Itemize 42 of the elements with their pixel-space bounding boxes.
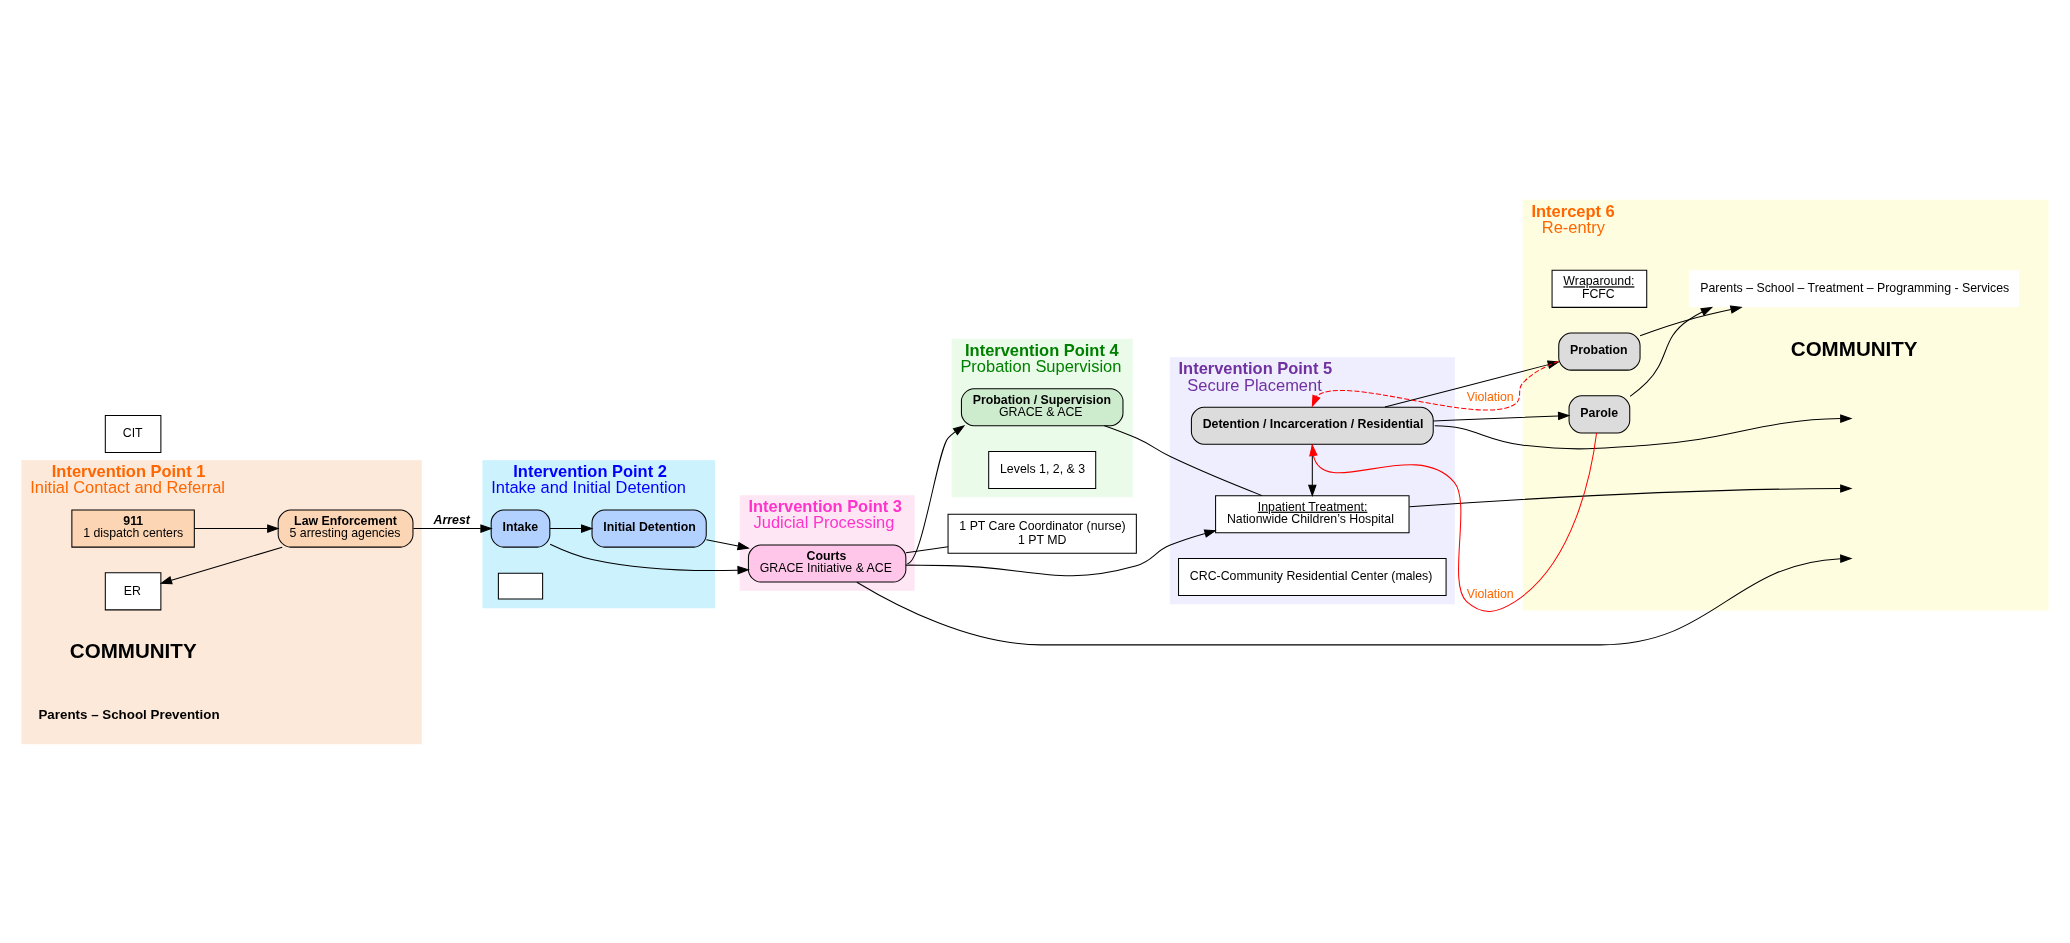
arrow <box>549 523 594 533</box>
arrow <box>1309 431 1598 612</box>
arrow <box>1629 306 1714 397</box>
node-box: 1 PT Care Coordinator (nurse) 1 PT MD <box>947 513 1137 554</box>
arrow <box>906 424 966 564</box>
node-box: CIT <box>104 414 162 453</box>
label: Parents – School Prevention <box>38 706 220 722</box>
edge-label: Arrest <box>433 512 470 527</box>
arrow <box>1432 411 1571 421</box>
arrow <box>1308 443 1317 497</box>
arrow <box>549 543 750 574</box>
connector <box>905 545 949 553</box>
connector <box>1103 424 1263 496</box>
node-box: Levels 1, 2, & 3 <box>988 450 1097 489</box>
node-box: Parents – School – Treatment – Programming - Services <box>1688 269 2020 307</box>
node-box: CRC-Community Residential Center (males) <box>1178 557 1447 596</box>
node-box: Initial Detention <box>591 509 707 548</box>
node-box: Courts GRACE Initiative & ACE <box>747 544 907 583</box>
arrow <box>705 538 750 550</box>
node-box: Probation / Supervision GRACE & ACE <box>960 387 1124 426</box>
label: COMMUNITY <box>1790 336 1918 360</box>
node-box: ER <box>104 571 162 610</box>
arrow <box>1408 483 1853 507</box>
node-box: Law Enforcement 5 arresting agencies <box>277 509 414 548</box>
node-box: Inpatient Treatment: Nationwide Children’s Hospital <box>1215 494 1410 533</box>
arrow <box>856 553 1853 645</box>
arrow <box>159 546 283 584</box>
edge-label: Violation <box>1466 389 1514 404</box>
edge-label: Violation <box>1466 586 1514 601</box>
arrow <box>412 523 493 533</box>
node-box: Wraparound: FCFC <box>1551 269 1648 308</box>
arrow <box>1434 413 1853 449</box>
label: COMMUNITY <box>69 638 197 662</box>
node-box: 911 1 dispatch centers <box>71 509 195 548</box>
node-box <box>497 572 544 600</box>
node-box: Parole <box>1568 394 1631 433</box>
node-box: Detention / Incarceration / Residential <box>1190 406 1434 445</box>
node-box: Probation <box>1558 332 1641 371</box>
arrow <box>1639 304 1743 336</box>
arrow <box>193 523 280 533</box>
arrow <box>905 528 1217 576</box>
node-box: Intake <box>490 509 551 548</box>
